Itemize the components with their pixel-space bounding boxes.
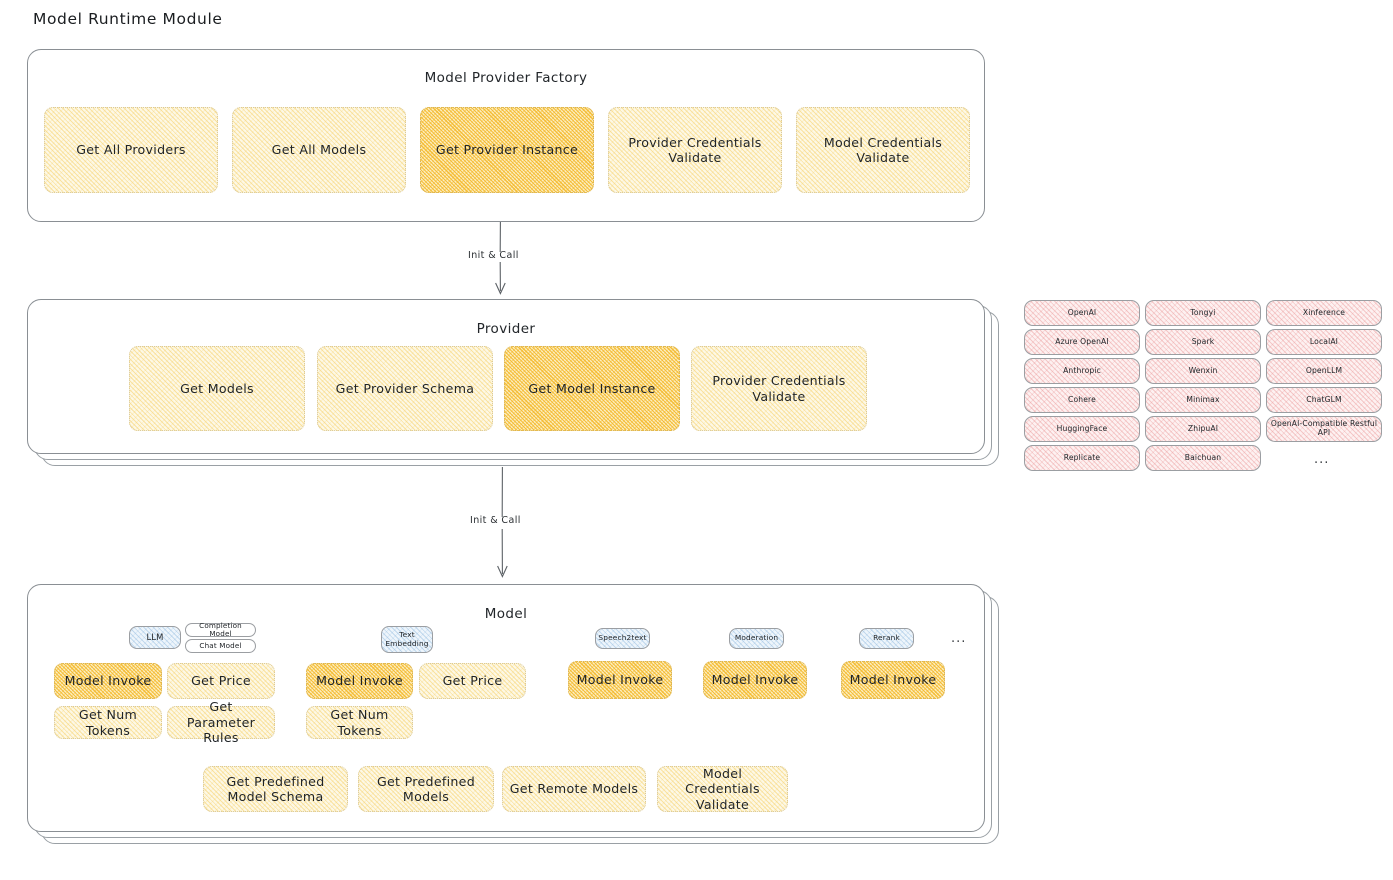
provider-pill-localai[interactable]: LocalAI xyxy=(1266,329,1382,355)
factory-node-model-credentials-validate[interactable]: Model Credentials Validate xyxy=(796,107,970,193)
arrow-provider-to-model: Init & Call xyxy=(470,466,552,581)
provider-pill-tongyi[interactable]: Tongyi xyxy=(1145,300,1261,326)
provider-pill-baichuan[interactable]: Baichuan xyxy=(1145,445,1261,471)
page-title: Model Runtime Module xyxy=(33,10,223,28)
arrow-factory-to-provider: Init & Call xyxy=(468,221,550,298)
provider-pill-wenxin[interactable]: Wenxin xyxy=(1145,358,1261,384)
model-type-pill-text-embedding[interactable]: Text Embedding xyxy=(381,626,433,653)
model-method-text-embedding-get-price[interactable]: Get Price xyxy=(419,663,526,699)
provider-title: Provider xyxy=(476,321,536,337)
factory-node-get-provider-instance[interactable]: Get Provider Instance xyxy=(420,107,594,193)
model-method-text-embedding-model-invoke[interactable]: Model Invoke xyxy=(306,663,413,699)
model-shared-method-get-predefined-models[interactable]: Get Predefined Models xyxy=(358,766,494,812)
provider-node-get-model-instance[interactable]: Get Model Instance xyxy=(504,346,680,431)
model-shared-method-get-remote-models[interactable]: Get Remote Models xyxy=(502,766,646,812)
model-title: Model xyxy=(484,606,528,622)
provider-node-get-models[interactable]: Get Models xyxy=(129,346,305,431)
provider-pill-xinference[interactable]: Xinference xyxy=(1266,300,1382,326)
provider-node-get-provider-schema[interactable]: Get Provider Schema xyxy=(317,346,493,431)
model-shared-method-get-predefined-model-schema[interactable]: Get Predefined Model Schema xyxy=(203,766,348,812)
provider-list-more: ... xyxy=(1314,452,1330,467)
model-method-llm-get-num-tokens[interactable]: Get Num Tokens xyxy=(54,706,162,739)
model-type-pill-moderation[interactable]: Moderation xyxy=(729,628,784,649)
provider-node-provider-credentials-validate[interactable]: Provider Credentials Validate xyxy=(691,346,867,431)
provider-pill-openllm[interactable]: OpenLLM xyxy=(1266,358,1382,384)
factory-node-provider-credentials-validate[interactable]: Provider Credentials Validate xyxy=(608,107,782,193)
model-provider-factory-title: Model Provider Factory xyxy=(424,70,588,86)
model-type-pill-llm[interactable]: LLM xyxy=(129,626,181,649)
arrow-factory-to-provider-label: Init & Call xyxy=(468,250,519,261)
provider-pill-spark[interactable]: Spark xyxy=(1145,329,1261,355)
provider-pill-chatglm[interactable]: ChatGLM xyxy=(1266,387,1382,413)
provider-pill-azure-openai[interactable]: Azure OpenAI xyxy=(1024,329,1140,355)
model-type-pill-speech2text[interactable]: Speech2text xyxy=(595,628,650,649)
factory-node-get-all-providers[interactable]: Get All Providers xyxy=(44,107,218,193)
provider-pill-openai-compatible-restful-api[interactable]: OpenAI-Compatible Restful API xyxy=(1266,416,1382,442)
model-method-moderation-model-invoke[interactable]: Model Invoke xyxy=(703,661,807,699)
model-method-llm-get-parameter-rules[interactable]: Get Parameter Rules xyxy=(167,699,275,745)
provider-pill-replicate[interactable]: Replicate xyxy=(1024,445,1140,471)
provider-pill-openai[interactable]: OpenAI xyxy=(1024,300,1140,326)
model-method-llm-get-price[interactable]: Get Price xyxy=(167,663,275,699)
model-types-more: ... xyxy=(951,631,967,646)
model-subtype-pill-completion-model[interactable]: Completion Model xyxy=(185,621,256,638)
model-shared-method-model-credentials-validate[interactable]: Model Credentials Validate xyxy=(657,766,788,812)
provider-pill-anthropic[interactable]: Anthropic xyxy=(1024,358,1140,384)
factory-node-get-all-models[interactable]: Get All Models xyxy=(232,107,406,193)
model-subtype-pill-chat-model[interactable]: Chat Model xyxy=(185,639,256,653)
provider-pill-zhipuai[interactable]: ZhipuAI xyxy=(1145,416,1261,442)
model-method-text-embedding-get-num-tokens[interactable]: Get Num Tokens xyxy=(306,706,413,739)
model-type-pill-rerank[interactable]: Rerank xyxy=(859,628,914,649)
model-method-llm-model-invoke[interactable]: Model Invoke xyxy=(54,663,162,699)
provider-pill-minimax[interactable]: Minimax xyxy=(1145,387,1261,413)
provider-pill-cohere[interactable]: Cohere xyxy=(1024,387,1140,413)
provider-pill-huggingface[interactable]: HuggingFace xyxy=(1024,416,1140,442)
arrow-provider-to-model-label: Init & Call xyxy=(470,515,521,526)
model-method-speech2text-model-invoke[interactable]: Model Invoke xyxy=(568,661,672,699)
model-method-rerank-model-invoke[interactable]: Model Invoke xyxy=(841,661,945,699)
